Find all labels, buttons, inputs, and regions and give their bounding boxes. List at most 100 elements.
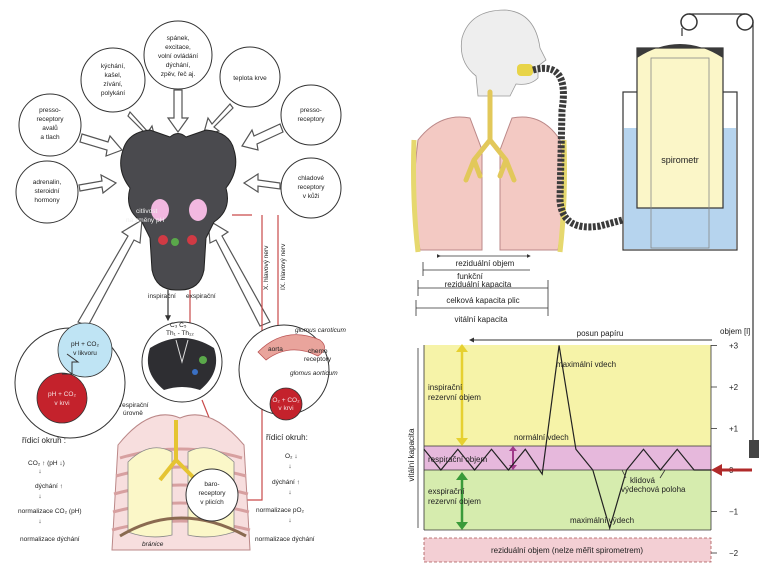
- volume-unit-label: objem [l]: [720, 327, 750, 336]
- chemo-line-1: chemo: [308, 348, 328, 355]
- hormones-line-1: adrenalin,: [33, 179, 62, 186]
- left-loop-step-1: CO₂ ↑ (pH ↓): [28, 460, 65, 467]
- cough-line-3: zívání,: [103, 81, 122, 88]
- mouthpiece: [517, 64, 533, 76]
- annot-max-inhale: maximální vdech: [556, 360, 616, 369]
- hormones-line-2: steroidní: [35, 188, 60, 195]
- temp-line-1: teplota krve: [233, 75, 267, 82]
- thorax: baro- receptory v plicích bránice: [112, 415, 250, 550]
- bracket-frc-2: reziduální kapacita: [445, 280, 512, 289]
- annot-rest-1: klidová: [630, 476, 655, 485]
- lung-right: [500, 117, 564, 250]
- lung-left: [414, 117, 482, 250]
- arrow-csf: [78, 220, 142, 326]
- svg-text:↓: ↓: [38, 518, 41, 525]
- zone-exp-line-2: rezervní objem: [428, 497, 481, 506]
- zone-ins-line-2: rezervní objem: [428, 393, 481, 402]
- left-loop-step-4: normalizace dýchání: [20, 536, 80, 543]
- y-tick-label: −1: [729, 508, 739, 517]
- svg-text:↓: ↓: [38, 468, 41, 475]
- zone-tidal-label: respirační objem: [428, 455, 487, 464]
- presso-right-line-2: receptory: [297, 116, 325, 123]
- chemo-line-2: receptory: [304, 356, 332, 363]
- arrow-presso-right: [242, 124, 283, 150]
- o2-blood-circle: [270, 388, 302, 420]
- glomus-caroticum-label: glomus caroticum: [295, 327, 347, 334]
- hormones-line-3: hormony: [34, 197, 60, 204]
- circle-cough: [81, 48, 145, 112]
- cortex-line-5: zpěv, řeč aj.: [161, 71, 196, 78]
- spinal-cord-section: [148, 338, 216, 390]
- svg-text:↓: ↓: [288, 489, 291, 496]
- cortex-line-3: volní ovládání: [158, 53, 198, 60]
- bracket-total: celková kapacita plic: [446, 296, 519, 305]
- cough-line-1: kýchání,: [101, 63, 125, 70]
- zone-exp-line-1: exspirační: [428, 487, 465, 496]
- left-loop-title: řídicí okruh :: [22, 436, 66, 445]
- annot-rest-2: výdechová poloha: [621, 485, 686, 494]
- aorta-label: aorta: [268, 346, 283, 353]
- head-silhouette: [461, 10, 546, 96]
- zone-residual-label: reziduální objem (nelze měřit spirometre…: [491, 546, 643, 555]
- brainstem: citlivost na změny pH: [121, 130, 236, 290]
- arrow-hormones: [79, 175, 116, 193]
- baro-line-3: v plicích: [200, 499, 224, 506]
- presso-left-line-3: avalů: [42, 124, 58, 132]
- capacity-labels: reziduální objem funkční reziduální kapa…: [445, 259, 520, 324]
- cortex-line-1: spánek,: [167, 35, 190, 42]
- segments-line-2: Th₁ - Th₁₂: [166, 330, 194, 337]
- vagus-label: X. hlavový nerv: [263, 245, 270, 290]
- right-loop-step-2: dýchání ↑: [272, 479, 300, 486]
- y-tick-label: −2: [729, 549, 739, 558]
- spirometer-bell: [637, 48, 723, 208]
- diaphragm-label: bránice: [142, 541, 164, 548]
- y-tick-label: +1: [729, 425, 739, 434]
- csf-line-2: v likvoru: [73, 350, 97, 357]
- cortex-line-4: dýchání,: [166, 62, 191, 69]
- pulley-left: [681, 14, 697, 30]
- right-loop-step-3: normalizace pO₂: [256, 507, 305, 514]
- counterweight: [749, 440, 759, 458]
- cough-line-4: polykání: [101, 90, 125, 97]
- svg-text:↓: ↓: [288, 517, 291, 524]
- o2-blood-line-1: O₂ + CO₂: [272, 397, 300, 404]
- bracket-residual: reziduální objem: [456, 259, 515, 268]
- arrow-presso-left: [80, 134, 122, 156]
- right-loop-step-1: O₂ ↓: [285, 453, 298, 460]
- left-loop-step-3: normalizace CO₂ (pH): [18, 508, 82, 515]
- csf-line-1: pH + CO₂: [71, 341, 99, 348]
- right-panel: spirometr reziduální objem funkční rezid…: [407, 10, 759, 562]
- baro-line-2: receptory: [198, 490, 226, 497]
- ph-sensitivity-line-2: na změny pH: [126, 217, 165, 224]
- arrow-cortex: [168, 90, 188, 132]
- spirometer-label: spirometr: [661, 155, 699, 165]
- glomus-aorticum-label: glomus aorticum: [290, 370, 338, 377]
- right-control-loop: řídicí okruh: O₂ ↓ ↓ dýchání ↑ ↓ normali…: [255, 433, 315, 543]
- left-control-loop: řídicí okruh : CO₂ ↑ (pH ↓) ↓ dýchání ↑ …: [18, 436, 82, 543]
- vital-capacity-axis-label: vitální kapacita: [407, 428, 416, 481]
- right-loop-title: řídicí okruh:: [266, 433, 308, 442]
- y-tick-label: +3: [729, 342, 739, 351]
- csf-circle-group: pH + CO₂ v likvoru pH + CO₂ v krvi: [15, 323, 125, 438]
- bracket-vital: vitální kapacita: [455, 315, 508, 324]
- motor-blue: [192, 369, 198, 375]
- inspiratory-label: inspirační: [148, 293, 176, 300]
- resp-muscles-line-2: úrovně: [123, 410, 143, 417]
- blood-circle: [37, 373, 87, 423]
- arrow-chemo: [208, 220, 270, 326]
- arrow-cold: [244, 174, 280, 192]
- left-panel: kýchání, kašel, zívání, polykání spánek,…: [15, 21, 347, 550]
- glossopharyngeus-label: IX. hlavový nerv: [280, 243, 287, 290]
- motor-green: [199, 356, 207, 364]
- cold-line-2: receptory: [297, 184, 325, 191]
- segments-line-1: C₃ C₅: [170, 322, 187, 329]
- inspiratory-centre-right: [189, 199, 207, 221]
- o2-blood-line-2: v krvi: [278, 405, 293, 412]
- paper-feed-label: posun papíru: [577, 329, 624, 338]
- annot-max-exhale: maximální výdech: [570, 516, 634, 525]
- resp-muscles-line-1: respirační: [120, 402, 149, 409]
- svg-text:↓: ↓: [38, 493, 41, 500]
- spirogram: inspirační rezervní objem respirační obj…: [407, 342, 752, 563]
